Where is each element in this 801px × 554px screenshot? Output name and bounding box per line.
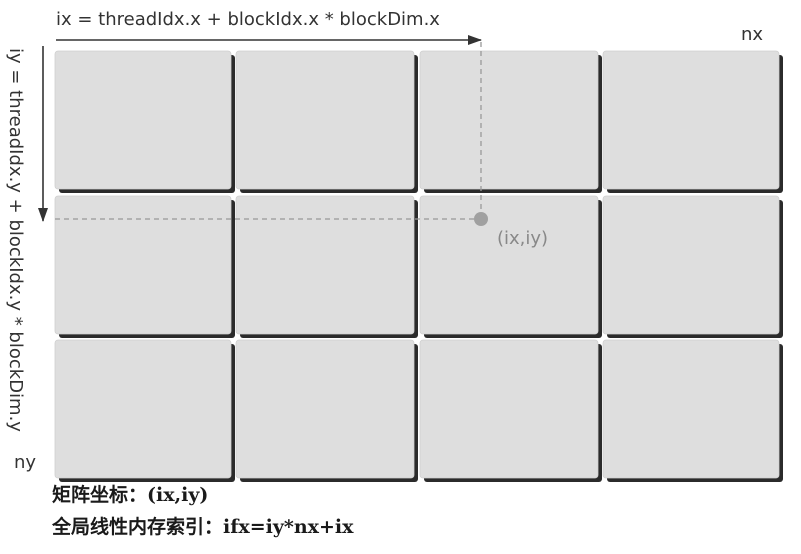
nx-label: nx xyxy=(741,24,763,45)
thread-block xyxy=(419,50,599,190)
thread-block xyxy=(54,50,232,190)
thread-block-grid xyxy=(54,50,783,482)
thread-block xyxy=(54,195,232,335)
ix-iy-point xyxy=(474,212,488,226)
ny-label: ny xyxy=(14,452,36,473)
thread-block xyxy=(54,339,232,479)
linear-index-caption: 全局线性内存索引：ifx=iy*nx+ix xyxy=(52,516,354,538)
thread-block xyxy=(235,195,415,335)
point-label: (ix,iy) xyxy=(497,228,548,249)
thread-block xyxy=(235,50,415,190)
thread-block xyxy=(602,50,780,190)
ix-formula-label: ix = threadIdx.x + blockIdx.x * blockDim… xyxy=(56,9,440,30)
thread-block xyxy=(235,339,415,479)
thread-block xyxy=(602,339,780,479)
thread-block xyxy=(419,339,599,479)
thread-block xyxy=(419,195,599,335)
matrix-coordinate-caption: 矩阵坐标：(ix,iy) xyxy=(52,484,209,506)
iy-formula-label: iy = threadIdx.y + blockIdx.y * blockDim… xyxy=(5,48,26,432)
thread-block xyxy=(602,195,780,335)
